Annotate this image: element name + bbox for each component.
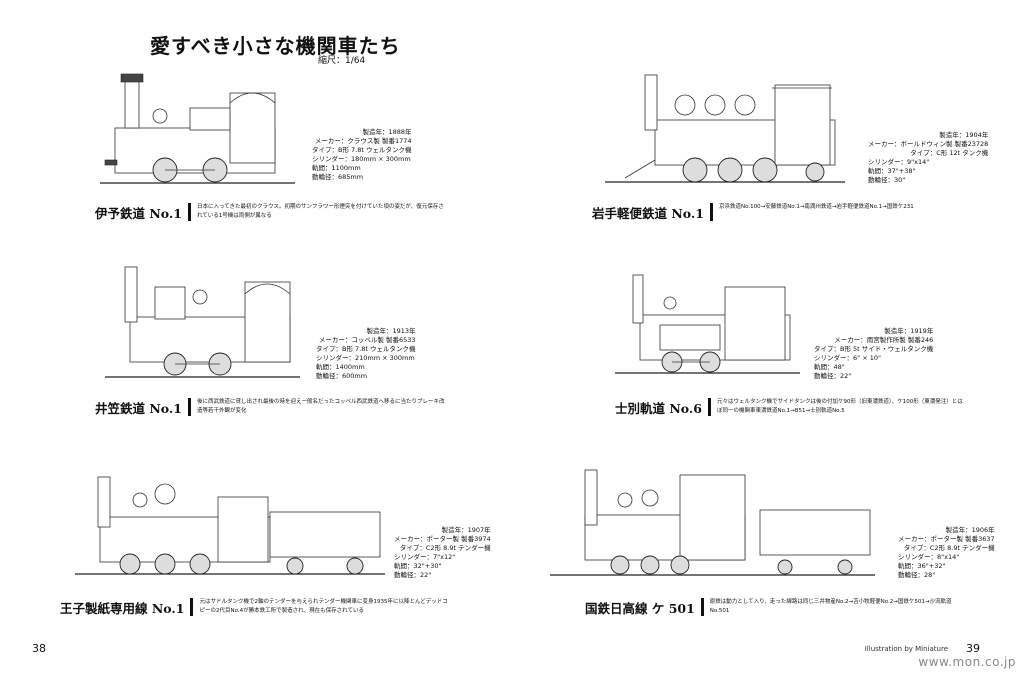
caption-iwate: 岩手軽便鉄道 No.1 京浜鉄道No.100→安藤鉄道No.1→南満州鉄道→岩手… <box>592 203 914 222</box>
page-number-left: 38 <box>32 642 46 655</box>
caption-ikasa: 井笠鉄道 No.1 後に西武鉄道に貸し出され最後の時を迎え一般名だったコッペル西… <box>95 398 447 417</box>
loco-name: 王子製紙専用線 No.1 <box>60 601 185 616</box>
page-number-right: 39 <box>966 642 980 655</box>
loco-name: 伊予鉄道 No.1 <box>95 206 182 221</box>
locomotive-drawing-iwate <box>600 70 850 195</box>
loco-description: 元はサドルタンク機で2軸のテンダーを与えられテンダー機関車に変身1935年に以降… <box>199 599 448 614</box>
locomotive-drawing-oji <box>70 472 390 587</box>
caption-oji: 王子製紙専用線 No.1 元はサドルタンク機で2軸のテンダーを与えられテンダー機… <box>60 598 449 617</box>
specs-iyo: 製造年：1888年 メーカー：クラウス製 製番1774 タイプ：B形 7.8t … <box>312 128 412 181</box>
loco-description: 日本に入ってきた最初のクラウス。初期のサンフラワー形煙突を付けていた頃の姿だが、… <box>196 204 444 219</box>
locomotive-drawing-hidaka <box>545 460 880 585</box>
locomotive-drawing-ikasa <box>100 262 315 387</box>
loco-description: 京浜鉄道No.100→安藤鉄道No.1→南満州鉄道→岩手軽便鉄道No.1→国鉄ケ… <box>718 204 914 210</box>
loco-name: 岩手軽便鉄道 No.1 <box>592 206 704 221</box>
locomotive-drawing-shibetsu <box>610 265 810 385</box>
specs-shibetsu: 製造年：1919年 メーカー：雨宮製作所製 製番246 タイプ：B形 5t サイ… <box>814 327 934 380</box>
specs-oji: 製造年：1907年 メーカー：ポーター製 製番3974 タイプ：C2形 8.9t… <box>394 526 491 579</box>
footer-credit: Illustration by Miniature <box>864 645 948 653</box>
specs-iwate: 製造年：1904年 メーカー：ボールドウィン製 製番23728 タイプ：C形 1… <box>868 131 989 184</box>
caption-iyo: 伊予鉄道 No.1 日本に入ってきた最初のクラウス。初期のサンフラワー形煙突を付… <box>95 203 447 222</box>
page-title: 愛すべき小さな機関車たち <box>150 34 401 58</box>
loco-name: 井笠鉄道 No.1 <box>95 401 182 416</box>
scale-label: 縮尺：1/64 <box>318 56 366 66</box>
watermark: www.mon.co.jp <box>918 655 1016 669</box>
loco-name: 国鉄日高線 ケ 501 <box>585 601 695 616</box>
loco-description: 元々はウェルタンク機でサイドタンクは後の付加ケ90形（旧東濃鉄道）、ケ100形（… <box>716 399 963 414</box>
caption-hidaka: 国鉄日高線 ケ 501 原鉄は動力として入り、走った線路は同じ三井物産No.2→… <box>585 598 960 617</box>
specs-ikasa: 製造年：1913年 メーカー：コッペル製 製番6533 タイプ：B形 7.8t … <box>316 327 416 380</box>
specs-hidaka: 製造年：1906年 メーカー：ポーター製 製番3637 タイプ：C2形 8.9t… <box>898 526 995 579</box>
loco-description: 原鉄は動力として入り、走った線路は同じ三井物産No.2→苫小牧軽便No.2→国鉄… <box>709 599 952 614</box>
caption-shibetsu: 士別軌道 No.6 元々はウェルタンク機でサイドタンクは後の付加ケ90形（旧東濃… <box>615 398 967 417</box>
loco-description: 後に西武鉄道に貸し出され最後の時を迎え一般名だったコッペル西武鉄道へ移るに当たり… <box>196 399 445 414</box>
locomotive-drawing-iyo <box>95 68 315 198</box>
loco-name: 士別軌道 No.6 <box>615 401 702 416</box>
